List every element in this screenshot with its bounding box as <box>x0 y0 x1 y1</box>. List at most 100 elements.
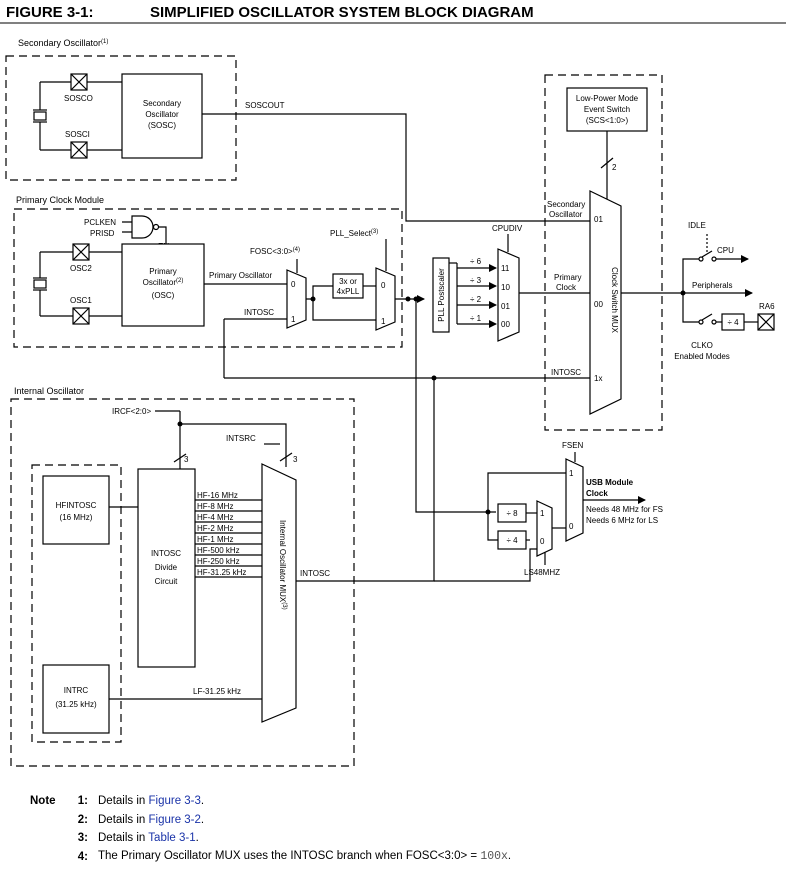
intrc-line-1: INTRC <box>64 686 89 695</box>
osc1-label: OSC1 <box>70 296 92 305</box>
cs-intosc-label: INTOSC <box>551 368 581 377</box>
internal-oscillator-region: Internal Oscillator IRCF<2:0> 3 INTSRC 3… <box>10 386 355 767</box>
note-text: Details in Figure 3-3. <box>98 795 204 807</box>
hfintosc-line-1: HFINTOSC <box>56 501 97 510</box>
posc-line-1: Primary <box>149 267 177 276</box>
pmux-in0: 0 <box>291 280 296 289</box>
tap-label: HF-2 MHz <box>197 524 233 533</box>
usb-mux1-in0: 0 <box>569 522 574 531</box>
note-suffix: . <box>507 850 512 863</box>
posc-sup: (2) <box>176 278 183 284</box>
secondary-region-label: Secondary Oscillator <box>18 38 101 48</box>
block-diagram: FIGURE 3-1: SIMPLIFIED OSCILLATOR SYSTEM… <box>0 4 786 767</box>
lp-line-2: Event Switch <box>584 105 630 114</box>
tap-label: HF-4 MHz <box>197 513 233 522</box>
tap-label: HF-16 MHz <box>197 491 238 500</box>
div-2: ÷ 2 <box>470 295 482 304</box>
svg-text:Secondary Oscillator(1): Secondary Oscillator(1) <box>18 38 108 48</box>
internal-mux-sup: (3) <box>281 602 287 609</box>
pll-postscaler-block <box>432 257 450 333</box>
primary-clock-region: Primary Clock Module PCLKEN PRISD EN OSC… <box>13 195 403 378</box>
clock-switch-mux-label: Clock Switch MUX <box>610 267 619 333</box>
intsrc-width: 3 <box>293 455 298 464</box>
svg-text:FOSC<3:0>(4): FOSC<3:0>(4) <box>250 247 300 256</box>
pll-line-1: 3x or <box>339 277 357 286</box>
secondary-oscillator-block <box>121 73 203 159</box>
lp-line-3: (SCS<1:0>) <box>586 116 629 125</box>
pll-postscaler-group: PLL Postscaler ÷ 6 ÷ 3 ÷ 2 ÷ 1 CPUDIV 11… <box>432 224 523 342</box>
lp-line-1: Low-Power Mode <box>576 94 639 103</box>
ps-in-10: 10 <box>501 283 510 292</box>
figure-title: SIMPLIFIED OSCILLATOR SYSTEM BLOCK DIAGR… <box>150 4 534 21</box>
notes-heading: Note <box>30 795 56 808</box>
note-row: 2: Details in Figure 3-2. <box>30 811 770 830</box>
svg-text:Internal Oscillator MUX(3): Internal Oscillator MUX(3) <box>278 520 287 610</box>
note-link[interactable]: Figure 3-3 <box>148 795 201 808</box>
note-row: 3: Details in Table 3-1. <box>30 829 770 848</box>
sosci-label: SOSCI <box>65 130 90 139</box>
pllmux-in0: 0 <box>381 281 386 290</box>
intosc-divide-circuit <box>137 468 196 668</box>
note-link[interactable]: Figure 3-2 <box>148 813 201 826</box>
cs-in-00: 00 <box>594 300 603 309</box>
pll-select-mux <box>375 267 396 331</box>
intsrc-label: INTSRC <box>226 434 256 443</box>
usb-ls48-mux <box>536 500 553 557</box>
divide-line-1: INTOSC <box>151 549 181 558</box>
usb-needs-2: Needs 6 MHz for LS <box>586 516 658 525</box>
primary-oscillator-out-label: Primary Oscillator <box>209 271 272 280</box>
pclken-label: PCLKEN <box>84 218 116 227</box>
ps-in-11: 11 <box>501 264 510 273</box>
sosco-label: SOSCO <box>64 94 93 103</box>
note-prefix: Details in <box>98 813 149 826</box>
soscout-label: SOSCOUT <box>245 101 285 110</box>
pll-block <box>332 273 364 299</box>
peripherals-label: Peripherals <box>692 281 732 290</box>
osc2-label: OSC2 <box>70 264 92 273</box>
pll-line-2: 4xPLL <box>337 287 360 296</box>
ircf-width: 3 <box>184 455 189 464</box>
divider-taps: HF-16 MHz HF-8 MHz HF-4 MHz HF-2 MHz HF-… <box>195 491 262 578</box>
usb-mux2-in1: 1 <box>540 509 545 518</box>
note-text: Details in Table 3-1. <box>98 832 199 844</box>
note-prefix: Details in <box>98 832 149 845</box>
div-1: ÷ 1 <box>470 314 482 323</box>
usb-fsen-mux <box>565 458 584 542</box>
sosc-line-2: Oscillator <box>145 110 179 119</box>
low-power-event-switch <box>566 87 648 132</box>
divide-line-2: Divide <box>155 563 178 572</box>
fosc-sup: (4) <box>293 247 300 253</box>
note-code: 100x <box>480 850 508 864</box>
posc-line-3: (OSC) <box>152 291 175 300</box>
note-number: 3: <box>77 832 88 845</box>
pmux-in1: 1 <box>291 315 296 324</box>
tap-label: HF-1 MHz <box>197 535 233 544</box>
note-suffix: . <box>200 795 205 808</box>
usb-div4-label: ÷ 4 <box>506 536 518 545</box>
note-link[interactable]: Table 3-1 <box>148 832 196 845</box>
clock-outputs: Peripherals IDLE CPU ÷ 4 RA6 CLKO Enable… <box>621 221 775 361</box>
ls48mhz-label: LS48MHZ <box>524 568 560 577</box>
note-number: 2: <box>77 813 88 826</box>
hfintosc-line-2: (16 MHz) <box>60 513 93 522</box>
fsen-label: FSEN <box>562 441 584 450</box>
fosc-label: FOSC<3:0> <box>250 247 293 256</box>
prisd-label: PRISD <box>90 229 115 238</box>
usb-div8-label: ÷ 8 <box>506 509 518 518</box>
clko-line-2: Enabled Modes <box>674 352 730 361</box>
idle-label: IDLE <box>688 221 706 230</box>
usb-clock-group: FSEN 1 0 USB Module Clock Needs 48 MHz f… <box>485 441 663 577</box>
clock-switch-mux <box>589 190 622 415</box>
clko-div4: ÷ 4 <box>727 318 739 327</box>
note-row: Note 1: Details in Figure 3-3. <box>30 792 770 811</box>
pllmux-in1: 1 <box>381 317 386 326</box>
sec-osc-in-2: Oscillator <box>549 210 583 219</box>
cpu-label: CPU <box>717 246 734 255</box>
primary-oscillator-block <box>121 243 205 327</box>
postscaler-mux <box>497 248 520 342</box>
pll-postscaler-label: PLL Postscaler <box>437 268 446 322</box>
cs-in-1x: 1x <box>594 374 602 383</box>
note-number: 4: <box>77 850 88 863</box>
internal-mux-label: Internal Oscillator MUX <box>278 520 287 603</box>
usb-mux2-in0: 0 <box>540 537 545 546</box>
